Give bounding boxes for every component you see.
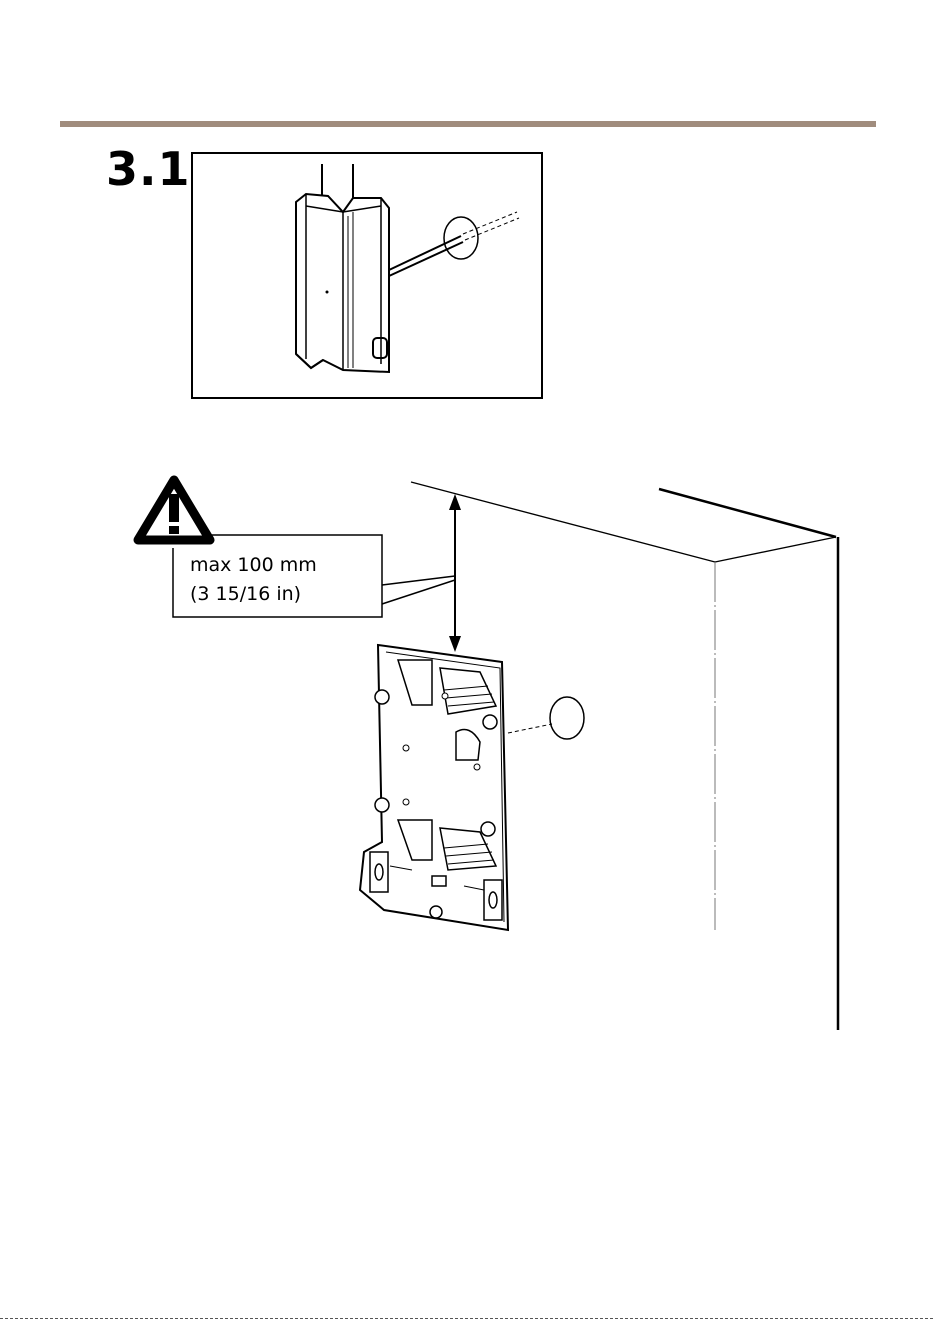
warning-line-2: (3 15/16 in) [190, 580, 317, 609]
warning-triangle-icon [138, 480, 210, 540]
page-bottom-edge [0, 1318, 933, 1319]
mounting-bracket-drawing [360, 645, 508, 930]
warning-callout-text: max 100 mm (3 15/16 in) [190, 551, 317, 609]
warning-line-1: max 100 mm [190, 551, 317, 580]
